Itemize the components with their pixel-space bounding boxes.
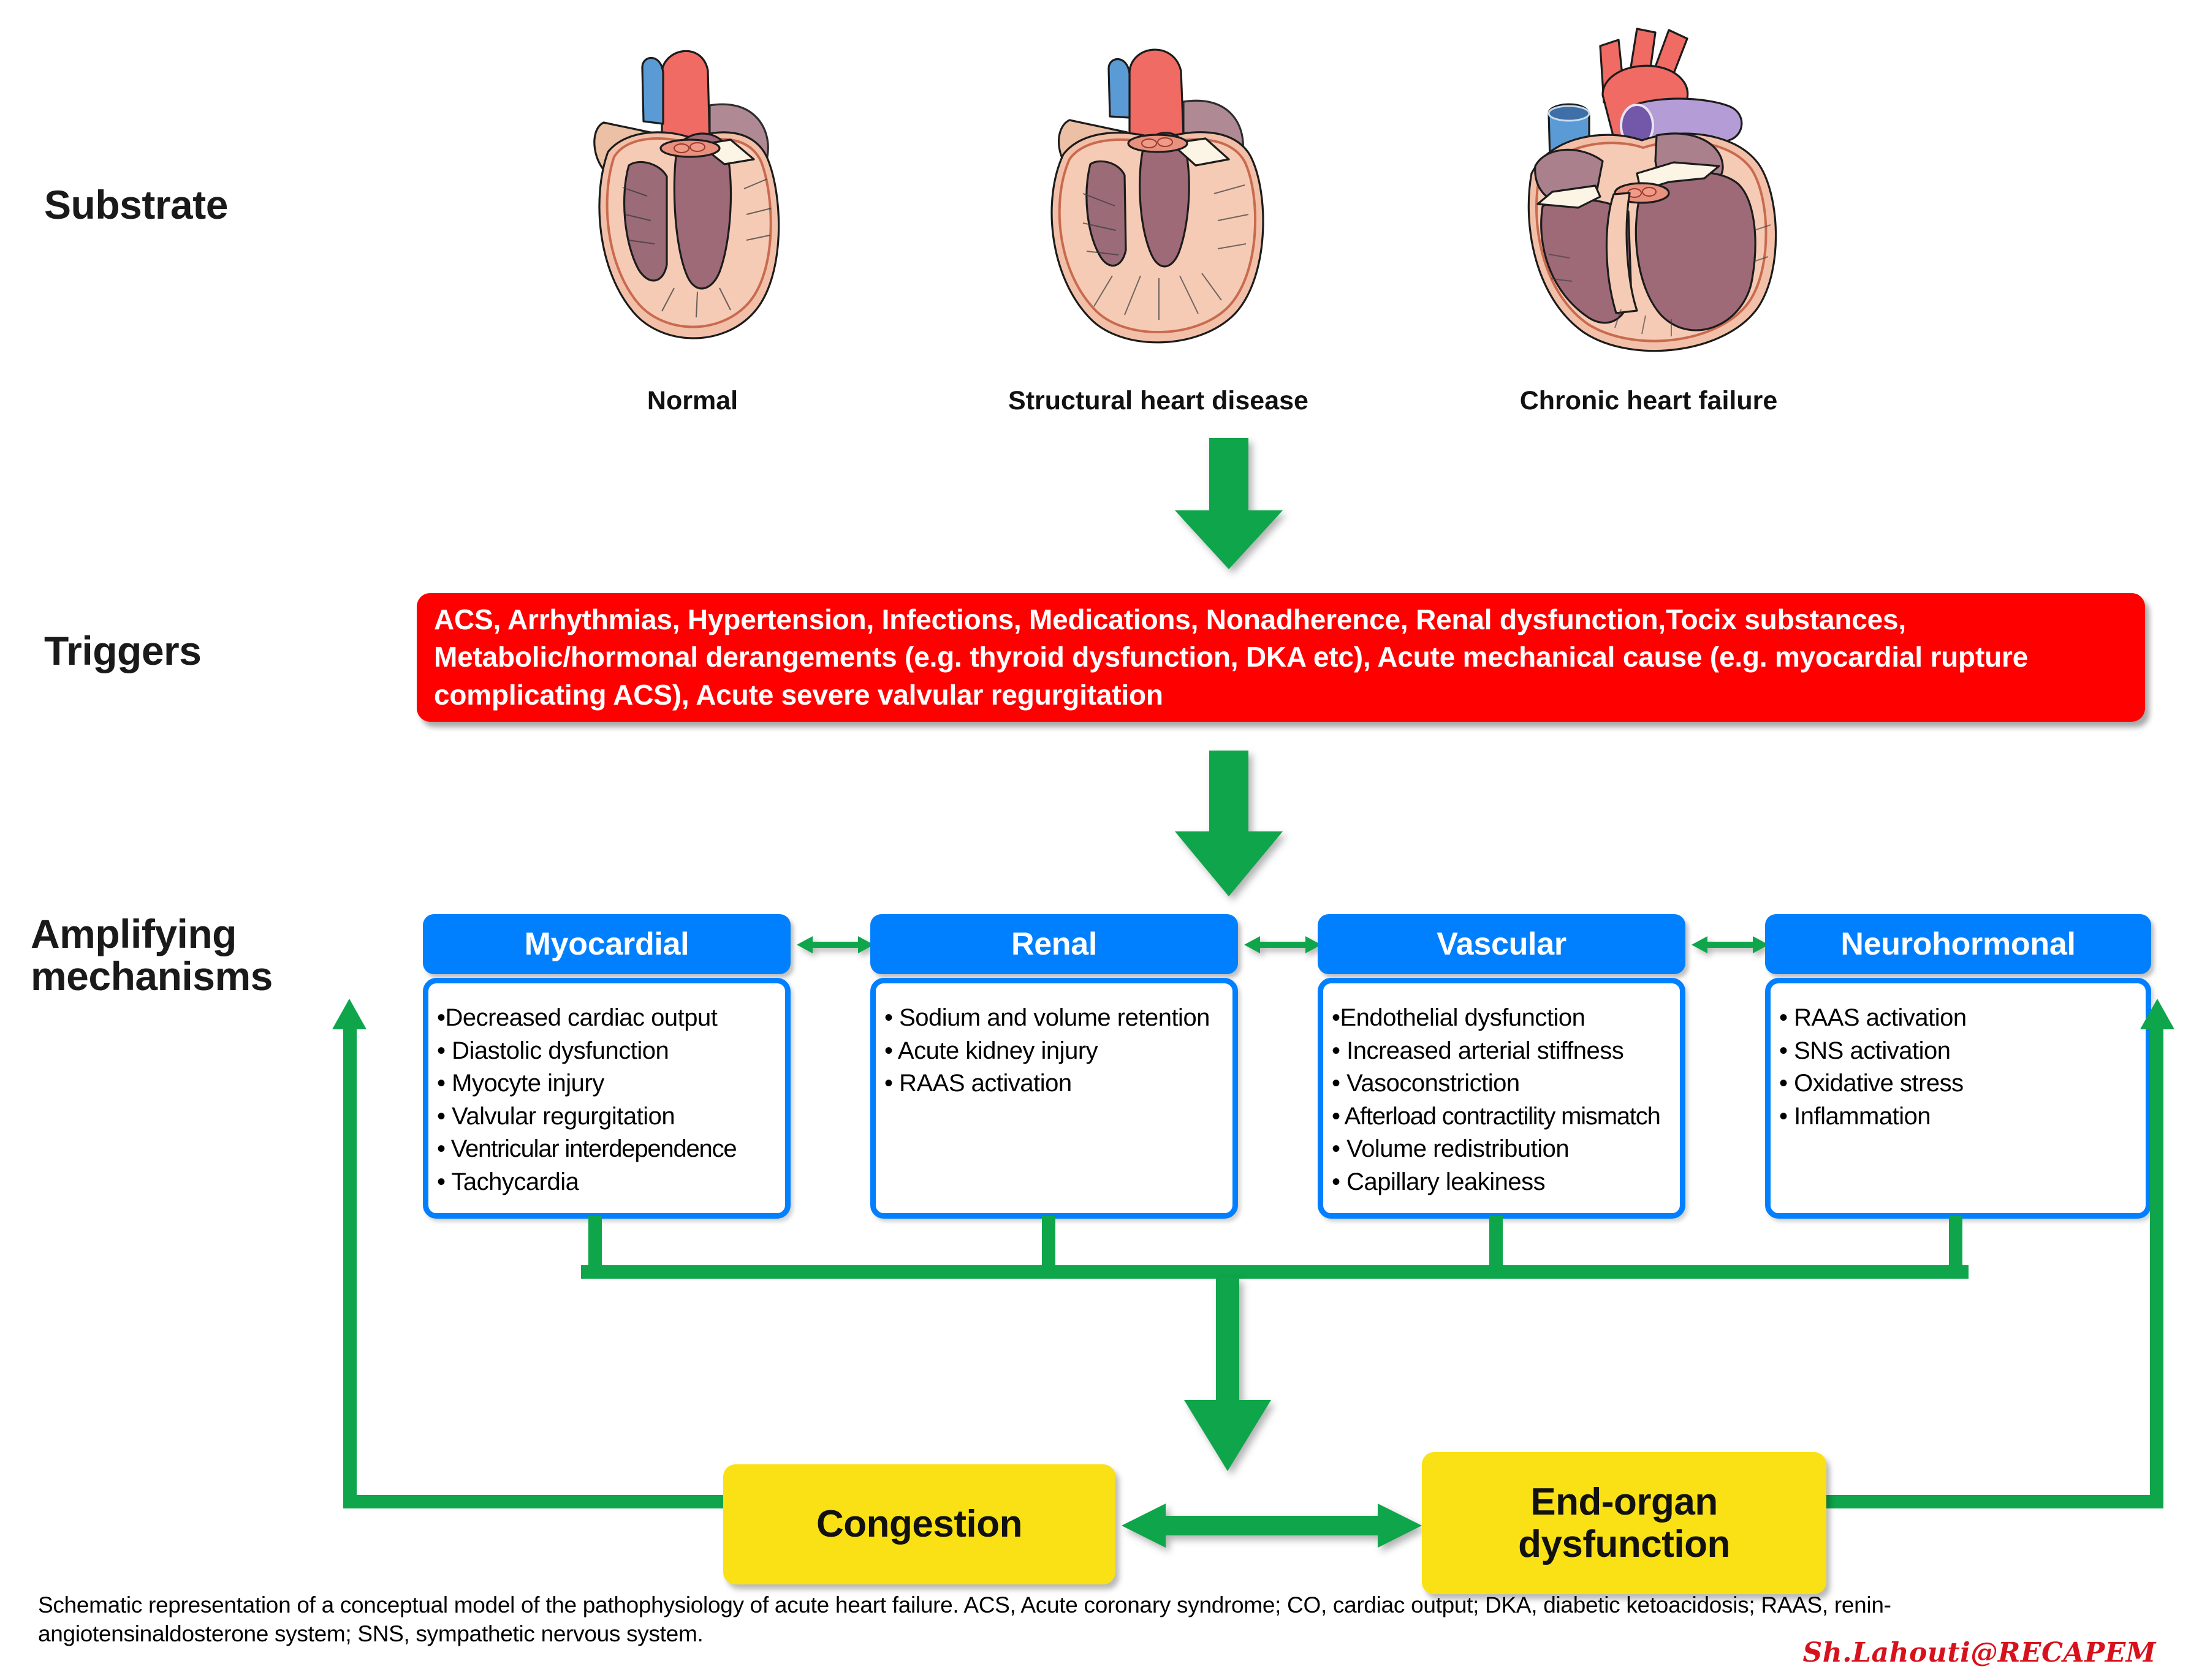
- list-item: • Vasoconstriction: [1332, 1070, 1520, 1097]
- figure-caption-line2: angiotensinaldosterone system; SNS, symp…: [38, 1621, 704, 1647]
- mechanism-card-myocardial[interactable]: Myocardial •Decreased cardiac output • D…: [423, 914, 791, 1219]
- mechanism-body-vascular: •Endothelial dysfunction • Increased art…: [1318, 978, 1685, 1219]
- list-item: • Acute kidney injury: [884, 1037, 1098, 1064]
- list-item: •Decreased cardiac output: [437, 1004, 718, 1031]
- list-item: • SNS activation: [1779, 1037, 1951, 1064]
- row-label-substrate: Substrate: [44, 182, 228, 227]
- mechanism-header-neurohormonal: Neurohormonal: [1765, 914, 2151, 974]
- arrow-down-triggers-to-mechanisms: [1175, 751, 1283, 896]
- connector-end-organ-right: [1814, 1495, 2114, 1508]
- mechanism-title-renal: Renal: [1011, 926, 1098, 962]
- arrow-up-end-organ-feedback: [2107, 999, 2174, 1508]
- arrow-bidirectional-renal-vascular: [1244, 936, 1321, 953]
- list-item: • Myocyte injury: [437, 1070, 604, 1097]
- list-item: • Oxidative stress: [1779, 1070, 1964, 1097]
- arrow-down-substrate-to-triggers: [1175, 438, 1283, 569]
- list-item: • Capillary leakiness: [1332, 1168, 1546, 1195]
- list-item: • Afterload contractility mismatch: [1332, 1102, 1661, 1130]
- heart-normal-illustration: [570, 12, 815, 358]
- heart-chronic-failure-illustration: [1511, 9, 1787, 358]
- list-item: • Sodium and volume retention: [884, 1004, 1210, 1031]
- outcome-box-congestion[interactable]: Congestion: [723, 1464, 1115, 1584]
- list-item: • Inflammation: [1779, 1102, 1931, 1130]
- row-label-amplifying-line2: mechanisms: [31, 953, 273, 999]
- figure-caption: Schematic representation of a conceptual…: [38, 1591, 2183, 1649]
- connector-stub-neurohormonal: [1949, 1216, 1962, 1265]
- arrow-bidirectional-congestion-end-organ: [1122, 1504, 1422, 1548]
- connector-bus-horizontal: [581, 1265, 1969, 1279]
- mechanism-body-myocardial: •Decreased cardiac output • Diastolic dy…: [423, 978, 791, 1219]
- heart-caption-chronic-heart-failure: Chronic heart failure: [1519, 386, 1778, 415]
- list-item: • Diastolic dysfunction: [437, 1037, 669, 1064]
- connector-stub-myocardial: [588, 1216, 602, 1265]
- mechanism-card-neurohormonal[interactable]: Neurohormonal • RAAS activation • SNS ac…: [1765, 914, 2151, 1219]
- arrow-bidirectional-myocardial-renal: [797, 936, 874, 953]
- list-item: • RAAS activation: [884, 1070, 1072, 1097]
- arrow-down-mechanisms-to-congestion: [1184, 1277, 1271, 1471]
- mechanism-title-myocardial: Myocardial: [524, 926, 689, 962]
- list-item: •Endothelial dysfunction: [1332, 1004, 1585, 1031]
- heart-normal-icon: [593, 50, 780, 339]
- connector-congestion-left: [404, 1495, 735, 1508]
- triggers-box: ACS, Arrhythmias, Hypertension, Infectio…: [417, 593, 2145, 722]
- heart-caption-normal: Normal: [647, 386, 739, 415]
- arrow-up-congestion-feedback: [332, 999, 412, 1508]
- list-item: • Ventricular interdependence: [437, 1135, 737, 1163]
- heart-caption-structural-heart-disease: Structural heart disease: [1008, 386, 1308, 415]
- mechanism-body-neurohormonal: • RAAS activation • SNS activation • Oxi…: [1765, 978, 2151, 1219]
- heart-structural-disease-illustration: [1027, 12, 1290, 358]
- watermark-credit: Sh.Lahouti@RECAPEM: [1802, 1637, 2156, 1668]
- row-label-amplifying-line1: Amplifying: [31, 911, 237, 956]
- mechanism-header-vascular: Vascular: [1318, 914, 1685, 974]
- mechanism-title-neurohormonal: Neurohormonal: [1840, 926, 2076, 962]
- mechanism-card-renal[interactable]: Renal • Sodium and volume retention • Ac…: [870, 914, 1238, 1219]
- mechanism-body-renal: • Sodium and volume retention • Acute ki…: [870, 978, 1238, 1219]
- list-item: • Volume redistribution: [1332, 1135, 1570, 1163]
- outcome-label-end-organ-line1: End-organ: [1530, 1480, 1718, 1523]
- list-item: • RAAS activation: [1779, 1004, 1967, 1031]
- mechanism-header-myocardial: Myocardial: [423, 914, 791, 974]
- outcome-label-congestion: Congestion: [816, 1503, 1022, 1546]
- figure-caption-line1: Schematic representation of a conceptual…: [38, 1592, 1891, 1618]
- mechanism-card-vascular[interactable]: Vascular •Endothelial dysfunction • Incr…: [1318, 914, 1685, 1219]
- heart-chronic-failure-icon: [1527, 28, 1777, 352]
- row-label-triggers: Triggers: [44, 628, 202, 673]
- list-item: • Tachycardia: [437, 1168, 579, 1195]
- arrow-bidirectional-vascular-neurohormonal: [1692, 936, 1769, 953]
- outcome-label-end-organ: End-organ dysfunction: [1518, 1481, 1730, 1566]
- list-item: • Valvular regurgitation: [437, 1102, 675, 1130]
- list-item: • Increased arterial stiffness: [1332, 1037, 1624, 1064]
- outcome-label-end-organ-line2: dysfunction: [1518, 1523, 1730, 1565]
- connector-stub-renal: [1042, 1216, 1055, 1265]
- mechanism-title-vascular: Vascular: [1437, 926, 1566, 962]
- heart-structural-disease-icon: [1050, 48, 1264, 344]
- row-label-amplifying-mechanisms: Amplifying mechanisms: [31, 911, 374, 999]
- outcome-box-end-organ-dysfunction[interactable]: End-organ dysfunction: [1422, 1452, 1826, 1594]
- triggers-text: ACS, Arrhythmias, Hypertension, Infectio…: [434, 604, 2029, 711]
- mechanism-header-renal: Renal: [870, 914, 1238, 974]
- connector-stub-vascular: [1489, 1216, 1503, 1265]
